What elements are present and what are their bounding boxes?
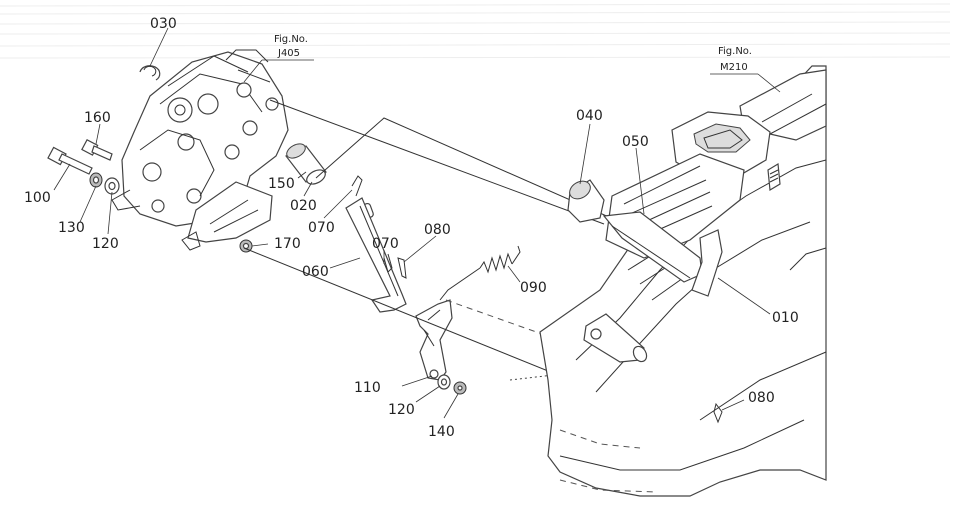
rod-060: [345, 197, 407, 313]
part-label: 020: [290, 198, 317, 214]
washer-120-left: [104, 177, 120, 195]
housing-bolt: [767, 162, 781, 192]
part-label: 050: [622, 134, 649, 150]
part-label: 090: [520, 280, 547, 296]
figure-ref-m210-line1: Fig.No.: [718, 46, 752, 57]
snap-ring-030: [139, 65, 161, 81]
lever-050: [602, 211, 723, 297]
spring-090: [439, 245, 521, 301]
part-label: 130: [58, 220, 85, 236]
part-label: 070: [308, 220, 335, 236]
part-label: 080: [748, 390, 775, 406]
part-label: 160: [84, 110, 111, 126]
part-label: 070: [372, 236, 399, 252]
knob-040: [567, 179, 605, 223]
bolt-160: [81, 138, 113, 161]
clip-080-upper: [397, 257, 407, 279]
part-label: 110: [354, 380, 381, 396]
part-label: 120: [388, 402, 415, 418]
pivot-pin: [583, 313, 648, 363]
part-label: 100: [24, 190, 51, 206]
figure-ref-j405-line2: J405: [277, 48, 300, 59]
nut-170: [239, 239, 253, 253]
part-label: 140: [428, 424, 455, 440]
part-label: 150: [268, 176, 295, 192]
part-label: 170: [274, 236, 301, 252]
part-label: 040: [576, 108, 603, 124]
part-label: 120: [92, 236, 119, 252]
figure-ref-j405-line1: Fig.No.: [274, 34, 308, 45]
background-scan-noise: [0, 3, 951, 59]
figure-ref-m210: Fig.No. M210: [710, 46, 781, 93]
nut-140: [453, 381, 467, 395]
part-label: 030: [150, 16, 177, 32]
part-labels: 030 160 100 130 120 150 020 170 070 060 …: [24, 16, 799, 440]
bolt-100: [47, 146, 93, 175]
pump-housing: [111, 49, 289, 227]
washer-130: [89, 172, 103, 188]
part-label: 060: [302, 264, 329, 280]
part-label: 010: [772, 310, 799, 326]
part-label: 080: [424, 222, 451, 238]
lever-bracket: [181, 181, 273, 251]
leader-lines: [53, 27, 771, 419]
figure-ref-m210-line2: M210: [720, 62, 748, 73]
lever-110: [415, 299, 453, 381]
figure-ref-j405: Fig.No. J405: [243, 34, 314, 83]
washer-120-lower: [437, 374, 451, 390]
clip-080-right: [713, 402, 723, 424]
cotter-pin-070-upper: [351, 175, 363, 197]
cotter-pin-070-lower: [383, 253, 393, 273]
